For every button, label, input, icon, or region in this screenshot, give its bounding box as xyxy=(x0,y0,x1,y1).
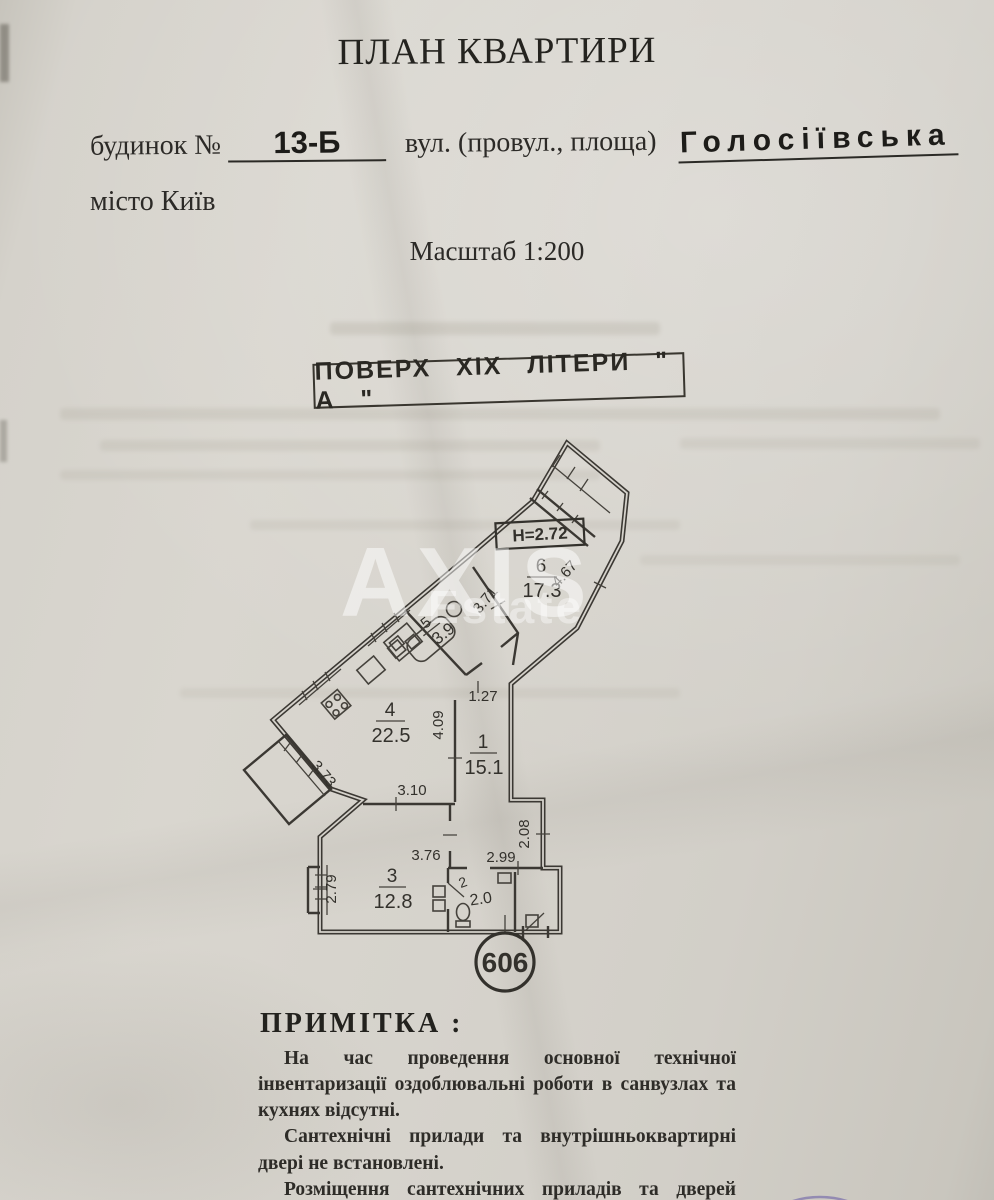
note-paragraph: Розміщення сантехнічних приладів та двер… xyxy=(284,1178,736,1200)
scan-edge-mark xyxy=(0,24,9,82)
bleed-through-streak xyxy=(60,408,940,420)
room-6-label: 6 17.3 xyxy=(523,556,562,602)
floor-plan: H=2.72 6 17.3 5 3.9 4 22.5 1 15.1 3 12.8 xyxy=(242,439,630,993)
svg-text:H=2.72: H=2.72 xyxy=(512,524,568,546)
room-3-label: 3 12.8 xyxy=(374,866,413,913)
city-line: місто Київ xyxy=(90,186,216,217)
street-label: вул. (провул., площа) xyxy=(404,125,657,160)
building-label: будинок № xyxy=(89,129,222,162)
dimension-ticks xyxy=(313,581,607,890)
kitchen-windows xyxy=(298,609,411,706)
dim-1-27: 1.27 xyxy=(468,688,497,705)
svg-text:15.1: 15.1 xyxy=(465,757,504,779)
svg-text:17.3: 17.3 xyxy=(523,580,562,602)
kitchen-fixtures xyxy=(320,622,424,721)
note-body: На час проведення основної технічної інв… xyxy=(258,1046,736,1200)
bleed-through-streak xyxy=(330,322,660,335)
dim-4-09: 4.09 xyxy=(430,710,447,739)
svg-text:2: 2 xyxy=(456,873,469,891)
apartment-number-badge: 606 xyxy=(474,915,536,993)
wc-fixtures xyxy=(432,872,539,928)
dim-2-79: 2.79 xyxy=(323,874,340,903)
note-heading: ПРИМІТКА : xyxy=(260,1008,464,1039)
svg-text:12.8: 12.8 xyxy=(374,891,413,913)
ceiling-height-label: H=2.72 xyxy=(494,517,586,551)
svg-text:3: 3 xyxy=(387,866,398,887)
dimension-labels: 4.67 3.71 1.27 4.09 3.73 3.10 2.79 3.76 … xyxy=(308,557,581,903)
room3-window xyxy=(306,865,328,915)
scan-edge-mark xyxy=(0,420,7,462)
scale-line: Масштаб 1:200 xyxy=(409,236,585,266)
dim-2-08: 2.08 xyxy=(516,819,533,848)
note-paragraph: Сантехнічні прилади та внутрішньоквартир… xyxy=(258,1126,736,1174)
official-stamp: ✱ У К Р А Ї Н А ✱ xyxy=(792,1195,848,1200)
floor-letter-box: ПОВЕРХ XIX ЛІТЕРИ " А " xyxy=(312,346,686,414)
room-2-label: 2 2.0 xyxy=(456,873,493,909)
note-paragraph: На час проведення основної технічної інв… xyxy=(258,1048,736,1122)
room-1-label: 1 15.1 xyxy=(465,732,504,779)
bathroom-fixtures xyxy=(386,600,463,663)
interior-walls xyxy=(363,566,550,938)
page-title: ПЛАН КВАРТИРИ xyxy=(337,29,657,74)
dim-3-10: 3.10 xyxy=(397,782,426,799)
svg-text:6: 6 xyxy=(536,556,547,577)
svg-text:3.9: 3.9 xyxy=(428,619,458,649)
svg-text:22.5: 22.5 xyxy=(372,725,411,747)
room-4-label: 4 22.5 xyxy=(372,700,411,747)
dim-3-73: 3.73 xyxy=(308,757,340,790)
svg-text:606: 606 xyxy=(482,947,529,978)
room6-balcony xyxy=(529,454,611,547)
svg-text:2.0: 2.0 xyxy=(469,890,493,910)
address-line: будинок № 13-Б вул. (провул., площа) Гол… xyxy=(89,118,958,166)
building-number: 13-Б xyxy=(227,125,387,163)
svg-text:4: 4 xyxy=(385,700,396,721)
left-balcony xyxy=(242,733,333,826)
dim-2-99: 2.99 xyxy=(486,849,515,866)
dim-3-76: 3.76 xyxy=(411,847,440,864)
bleed-through-streak xyxy=(680,438,980,449)
street-name: Голосіївська xyxy=(677,118,958,164)
svg-text:1: 1 xyxy=(478,732,489,753)
